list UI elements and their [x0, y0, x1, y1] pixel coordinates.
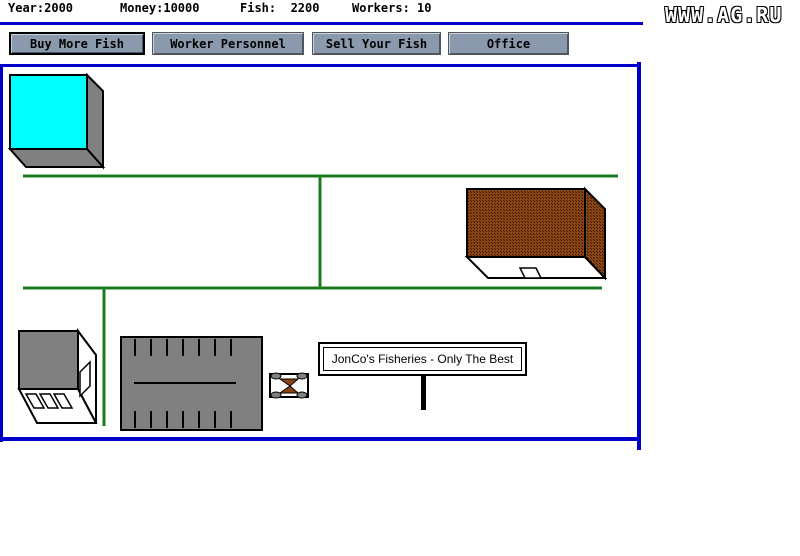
roads [23, 174, 618, 426]
fish-display: Fish: 2200 [240, 1, 320, 15]
worker-personnel-button[interactable]: Worker Personnel [152, 32, 304, 55]
header-divider [0, 22, 643, 25]
office-button[interactable]: Office [448, 32, 569, 55]
year-display: Year:2000 [8, 1, 74, 15]
cart-vehicle[interactable] [269, 372, 309, 399]
fish-pond[interactable] [7, 72, 106, 170]
warehouse-building[interactable] [464, 186, 608, 281]
map-border [0, 62, 641, 450]
parking-lot[interactable] [120, 336, 263, 431]
company-sign: JonCo's Fisheries - Only The Best [318, 342, 527, 376]
workers-display: Workers: 10 [352, 1, 432, 15]
worker-house[interactable] [17, 328, 98, 424]
sell-fish-button[interactable]: Sell Your Fish [312, 32, 441, 55]
money-display: Money:10000 [120, 1, 200, 15]
watermark-logo: WWW.AG.RU [665, 3, 783, 27]
sign-post [421, 376, 426, 410]
company-sign-text: JonCo's Fisheries - Only The Best [323, 347, 522, 371]
buy-fish-button[interactable]: Buy More Fish [9, 32, 145, 55]
